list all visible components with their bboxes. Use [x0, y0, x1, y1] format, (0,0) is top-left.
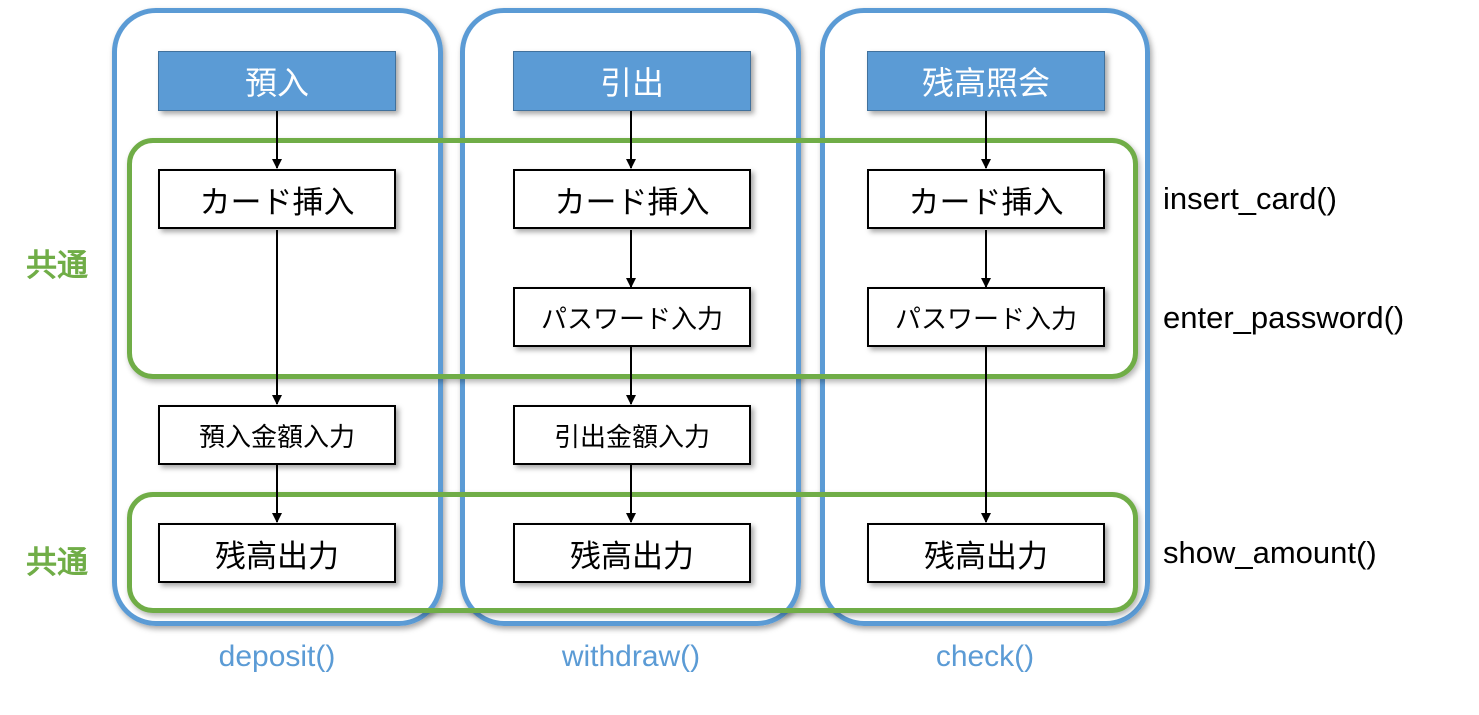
withdraw-column-frame [460, 8, 801, 626]
withdraw-step-insert-card: カード挿入 [513, 169, 751, 229]
fn-label-show-amount: show_amount() [1163, 535, 1377, 570]
common-frame-top [127, 138, 1138, 379]
check-step-insert-card: カード挿入 [867, 169, 1105, 229]
common-frame-bottom [127, 492, 1138, 613]
fn-label-enter-password: enter_password() [1163, 300, 1405, 335]
common-label-bottom: 共通 [26, 545, 88, 581]
deposit-header: 預入 [158, 51, 396, 111]
common-label-top: 共通 [26, 248, 88, 284]
deposit-step-show-balance: 残高出力 [158, 523, 396, 583]
withdraw-function-label: withdraw() [561, 640, 701, 673]
deposit-function-label: deposit() [218, 640, 336, 673]
withdraw-step-password-input: パスワード入力 [513, 287, 751, 347]
withdraw-step-show-balance: 残高出力 [513, 523, 751, 583]
deposit-step-insert-card: カード挿入 [158, 169, 396, 229]
fn-label-insert-card: insert_card() [1163, 181, 1337, 216]
check-column-frame [820, 8, 1150, 626]
check-header: 残高照会 [867, 51, 1105, 111]
check-step-password-input: パスワード入力 [867, 287, 1105, 347]
deposit-step-amount-input: 預入金額入力 [158, 405, 396, 465]
check-function-label: check() [935, 640, 1035, 673]
withdraw-header: 引出 [513, 51, 751, 111]
withdraw-step-amount-input: 引出金額入力 [513, 405, 751, 465]
check-step-show-balance: 残高出力 [867, 523, 1105, 583]
deposit-column-frame [112, 8, 443, 626]
